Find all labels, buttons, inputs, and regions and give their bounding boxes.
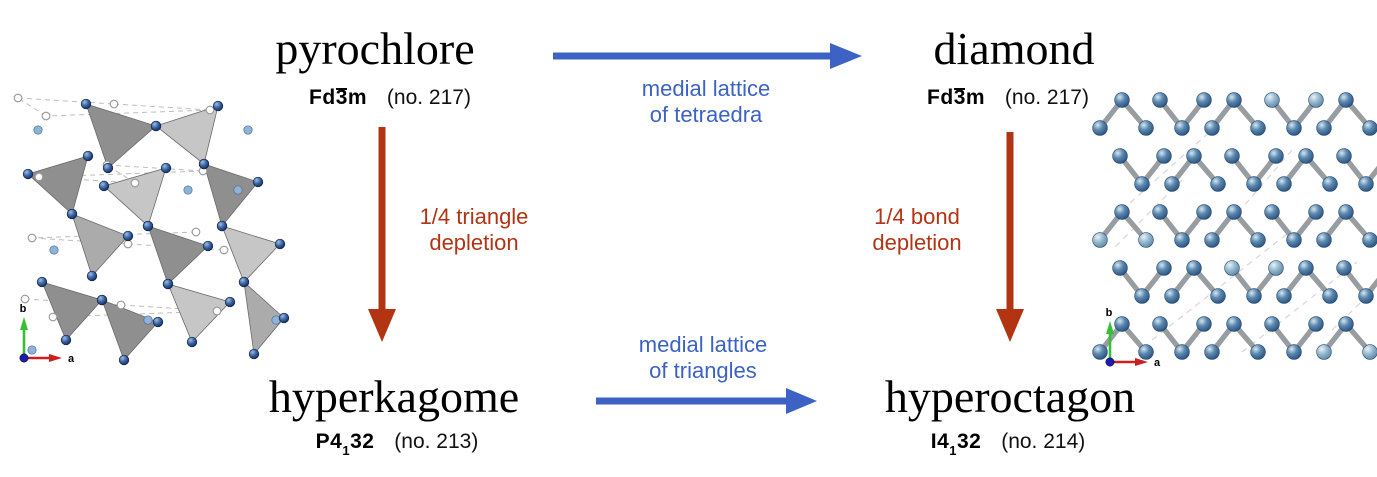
spacegroup-number: (no. 213) xyxy=(394,430,479,453)
spacegroup-number: (no. 214) xyxy=(1001,430,1086,453)
arrow-hyperkagome-to-hyperoctagon xyxy=(596,388,817,414)
spacegroup-hyperkagome: P4132 (no. 213) xyxy=(315,430,479,459)
spacegroup-symbol: Fd3m xyxy=(927,86,986,109)
spacegroup-symbol: I4132 xyxy=(930,430,982,459)
spacegroup-pyrochlore: Fd3m (no. 217) xyxy=(309,86,471,109)
arrow-diamond-to-hyperoctagon xyxy=(996,132,1024,342)
spacegroup-hyperoctagon: I4132 (no. 214) xyxy=(930,430,1086,459)
node-title-hyperoctagon: hyperoctagon xyxy=(884,371,1136,422)
spacegroup-symbol: P4132 xyxy=(315,430,375,459)
node-title-hyperkagome: hyperkagome xyxy=(268,371,520,422)
axis-indicator: ba xyxy=(1105,307,1161,369)
axis-label-a: a xyxy=(1154,357,1161,369)
axis-indicator: ba xyxy=(19,303,75,365)
axis-label-b: b xyxy=(20,303,27,315)
arrow-pyrochlore-to-diamond xyxy=(553,43,862,69)
hyperoctagon-structure-image: ba xyxy=(1092,92,1377,369)
spacegroup-number: (no. 217) xyxy=(1004,86,1089,109)
spacegroup-symbol: Fd3m xyxy=(309,86,368,109)
right-arrow-label: 1/4 bond depletion xyxy=(872,204,962,255)
axis-label-b: b xyxy=(1106,307,1113,319)
node-title-diamond: diamond xyxy=(933,23,1095,74)
node-title-pyrochlore: pyrochlore xyxy=(275,23,475,74)
top-arrow-label: medial lattice of tetraedra xyxy=(641,76,771,127)
left-arrow-label: 1/4 triangle depletion xyxy=(419,204,529,255)
axis-label-a: a xyxy=(68,353,75,365)
pyrochlore-structure-image: ba xyxy=(13,93,290,366)
bottom-arrow-label: medial lattice of triangles xyxy=(638,332,768,383)
arrow-pyrochlore-to-hyperkagome xyxy=(368,127,396,342)
spacegroup-diamond: Fd3m (no. 217) xyxy=(927,86,1089,109)
spacegroup-number: (no. 217) xyxy=(386,86,471,109)
